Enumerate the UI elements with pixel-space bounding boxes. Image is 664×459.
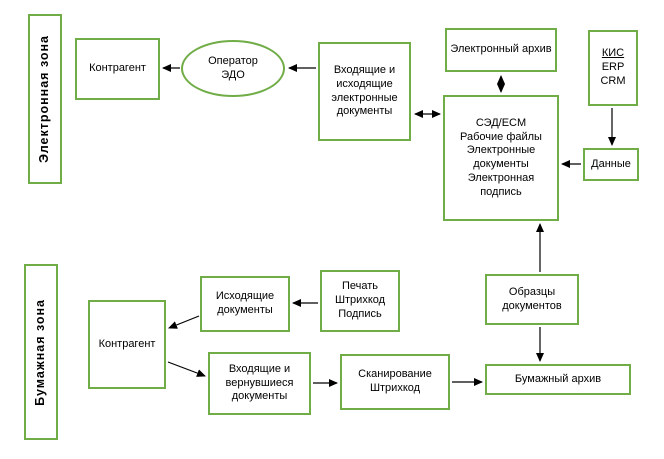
node-sed-ecm: СЭД/ECM Рабочие файлы Электронные докуме… [443, 95, 559, 221]
node-edo-operator: Оператор ЭДО [181, 40, 285, 97]
crm-label: CRM [600, 74, 626, 87]
node-electronic-docs: Входящие и исходящие электронные докумен… [318, 42, 411, 141]
node-kis-erp-crm: КИС ERP CRM [588, 30, 638, 106]
erp-label: ERP [601, 61, 625, 74]
node-counterparty-bottom: Контрагент [88, 300, 166, 389]
zone-label-electronic-text: Электронная зона [37, 35, 52, 163]
node-print-barcode-sign: Печать Штрихкод Подпись [320, 270, 400, 332]
node-paper-archive: Бумажный архив [485, 364, 631, 395]
arrow-outgoing-to-counterparty [168, 315, 200, 329]
node-data: Данные [583, 148, 639, 181]
node-samples: Образцы документов [485, 274, 579, 325]
zone-label-paper-text: Бумажная зона [33, 298, 48, 406]
kis-label: КИС [601, 47, 625, 60]
arrow-counterparty-to-incoming [167, 361, 206, 377]
sed-ecm-body: Рабочие файлы Электронные документы Элек… [460, 130, 542, 198]
zone-label-electronic: Электронная зона [28, 14, 62, 184]
node-electronic-archive: Электронный архив [445, 28, 557, 72]
node-scanning-barcode: Сканирование Штрихкод [340, 354, 450, 410]
node-outgoing-docs: Исходящие документы [200, 276, 290, 332]
node-counterparty-top: Контрагент [75, 38, 160, 100]
node-edo-operator-text: Оператор ЭДО [208, 54, 258, 81]
sed-ecm-title: СЭД/ECM [475, 116, 527, 129]
node-incoming-returned: Входящие и вернувшиеся документы [208, 352, 311, 415]
zone-label-paper: Бумажная зона [24, 264, 58, 440]
